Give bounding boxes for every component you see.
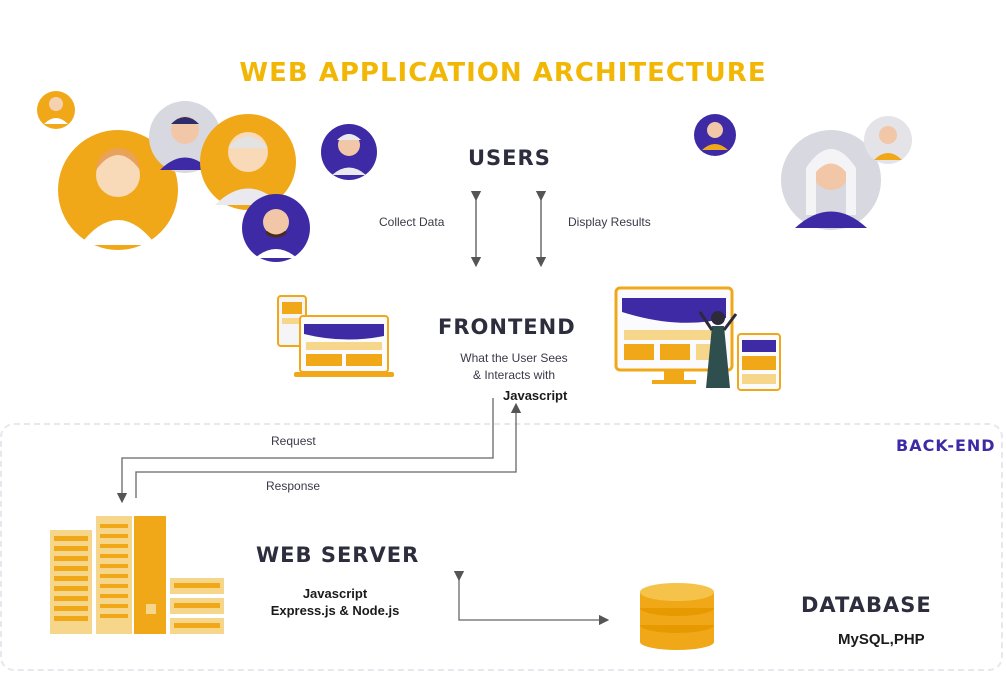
webserver-tech: Javascript Express.js & Node.js [240, 585, 430, 619]
frontend-heading: FRONTEND [438, 315, 576, 339]
webserver-tech-line2: Express.js & Node.js [270, 603, 400, 618]
webserver-tech-line1: Javascript [302, 586, 368, 601]
user-avatar-icon [37, 91, 75, 129]
response-label: Response [266, 479, 321, 493]
backend-label: BACK-END [896, 436, 996, 455]
frontend-desc-line2: & Interacts with [472, 368, 556, 382]
database-heading: DATABASE [801, 593, 932, 617]
server-database-arrow [453, 570, 610, 626]
user-avatar-icon [694, 114, 736, 156]
laptop-icon [277, 295, 394, 377]
user-avatar-icon [200, 114, 296, 210]
database-tech: MySQL,PHP [838, 631, 925, 648]
user-avatar-icon [321, 124, 377, 180]
frontend-desc-line1: What the User Sees [460, 351, 568, 365]
user-avatar-icon [58, 130, 178, 250]
server-rack-icon [50, 516, 224, 634]
backend-region [0, 423, 1003, 671]
user-avatar-icon [242, 194, 310, 262]
collect-data-label: Collect Data [379, 215, 445, 229]
display-results-label: Display Results [568, 215, 651, 229]
page-title: WEB APPLICATION ARCHITECTURE [239, 58, 767, 88]
frontend-description: What the User Sees & Interacts with [440, 350, 588, 384]
response-arrow [135, 402, 522, 498]
desktop-monitor-icon [614, 286, 781, 391]
database-icon [640, 583, 714, 650]
webserver-heading: WEB SERVER [256, 543, 420, 567]
user-avatar-icon [781, 130, 881, 230]
users-heading: USERS [468, 146, 551, 170]
request-label: Request [271, 434, 316, 448]
request-arrow [116, 398, 494, 504]
frontend-tech: Javascript [503, 388, 568, 403]
user-avatar-icon [864, 116, 912, 164]
